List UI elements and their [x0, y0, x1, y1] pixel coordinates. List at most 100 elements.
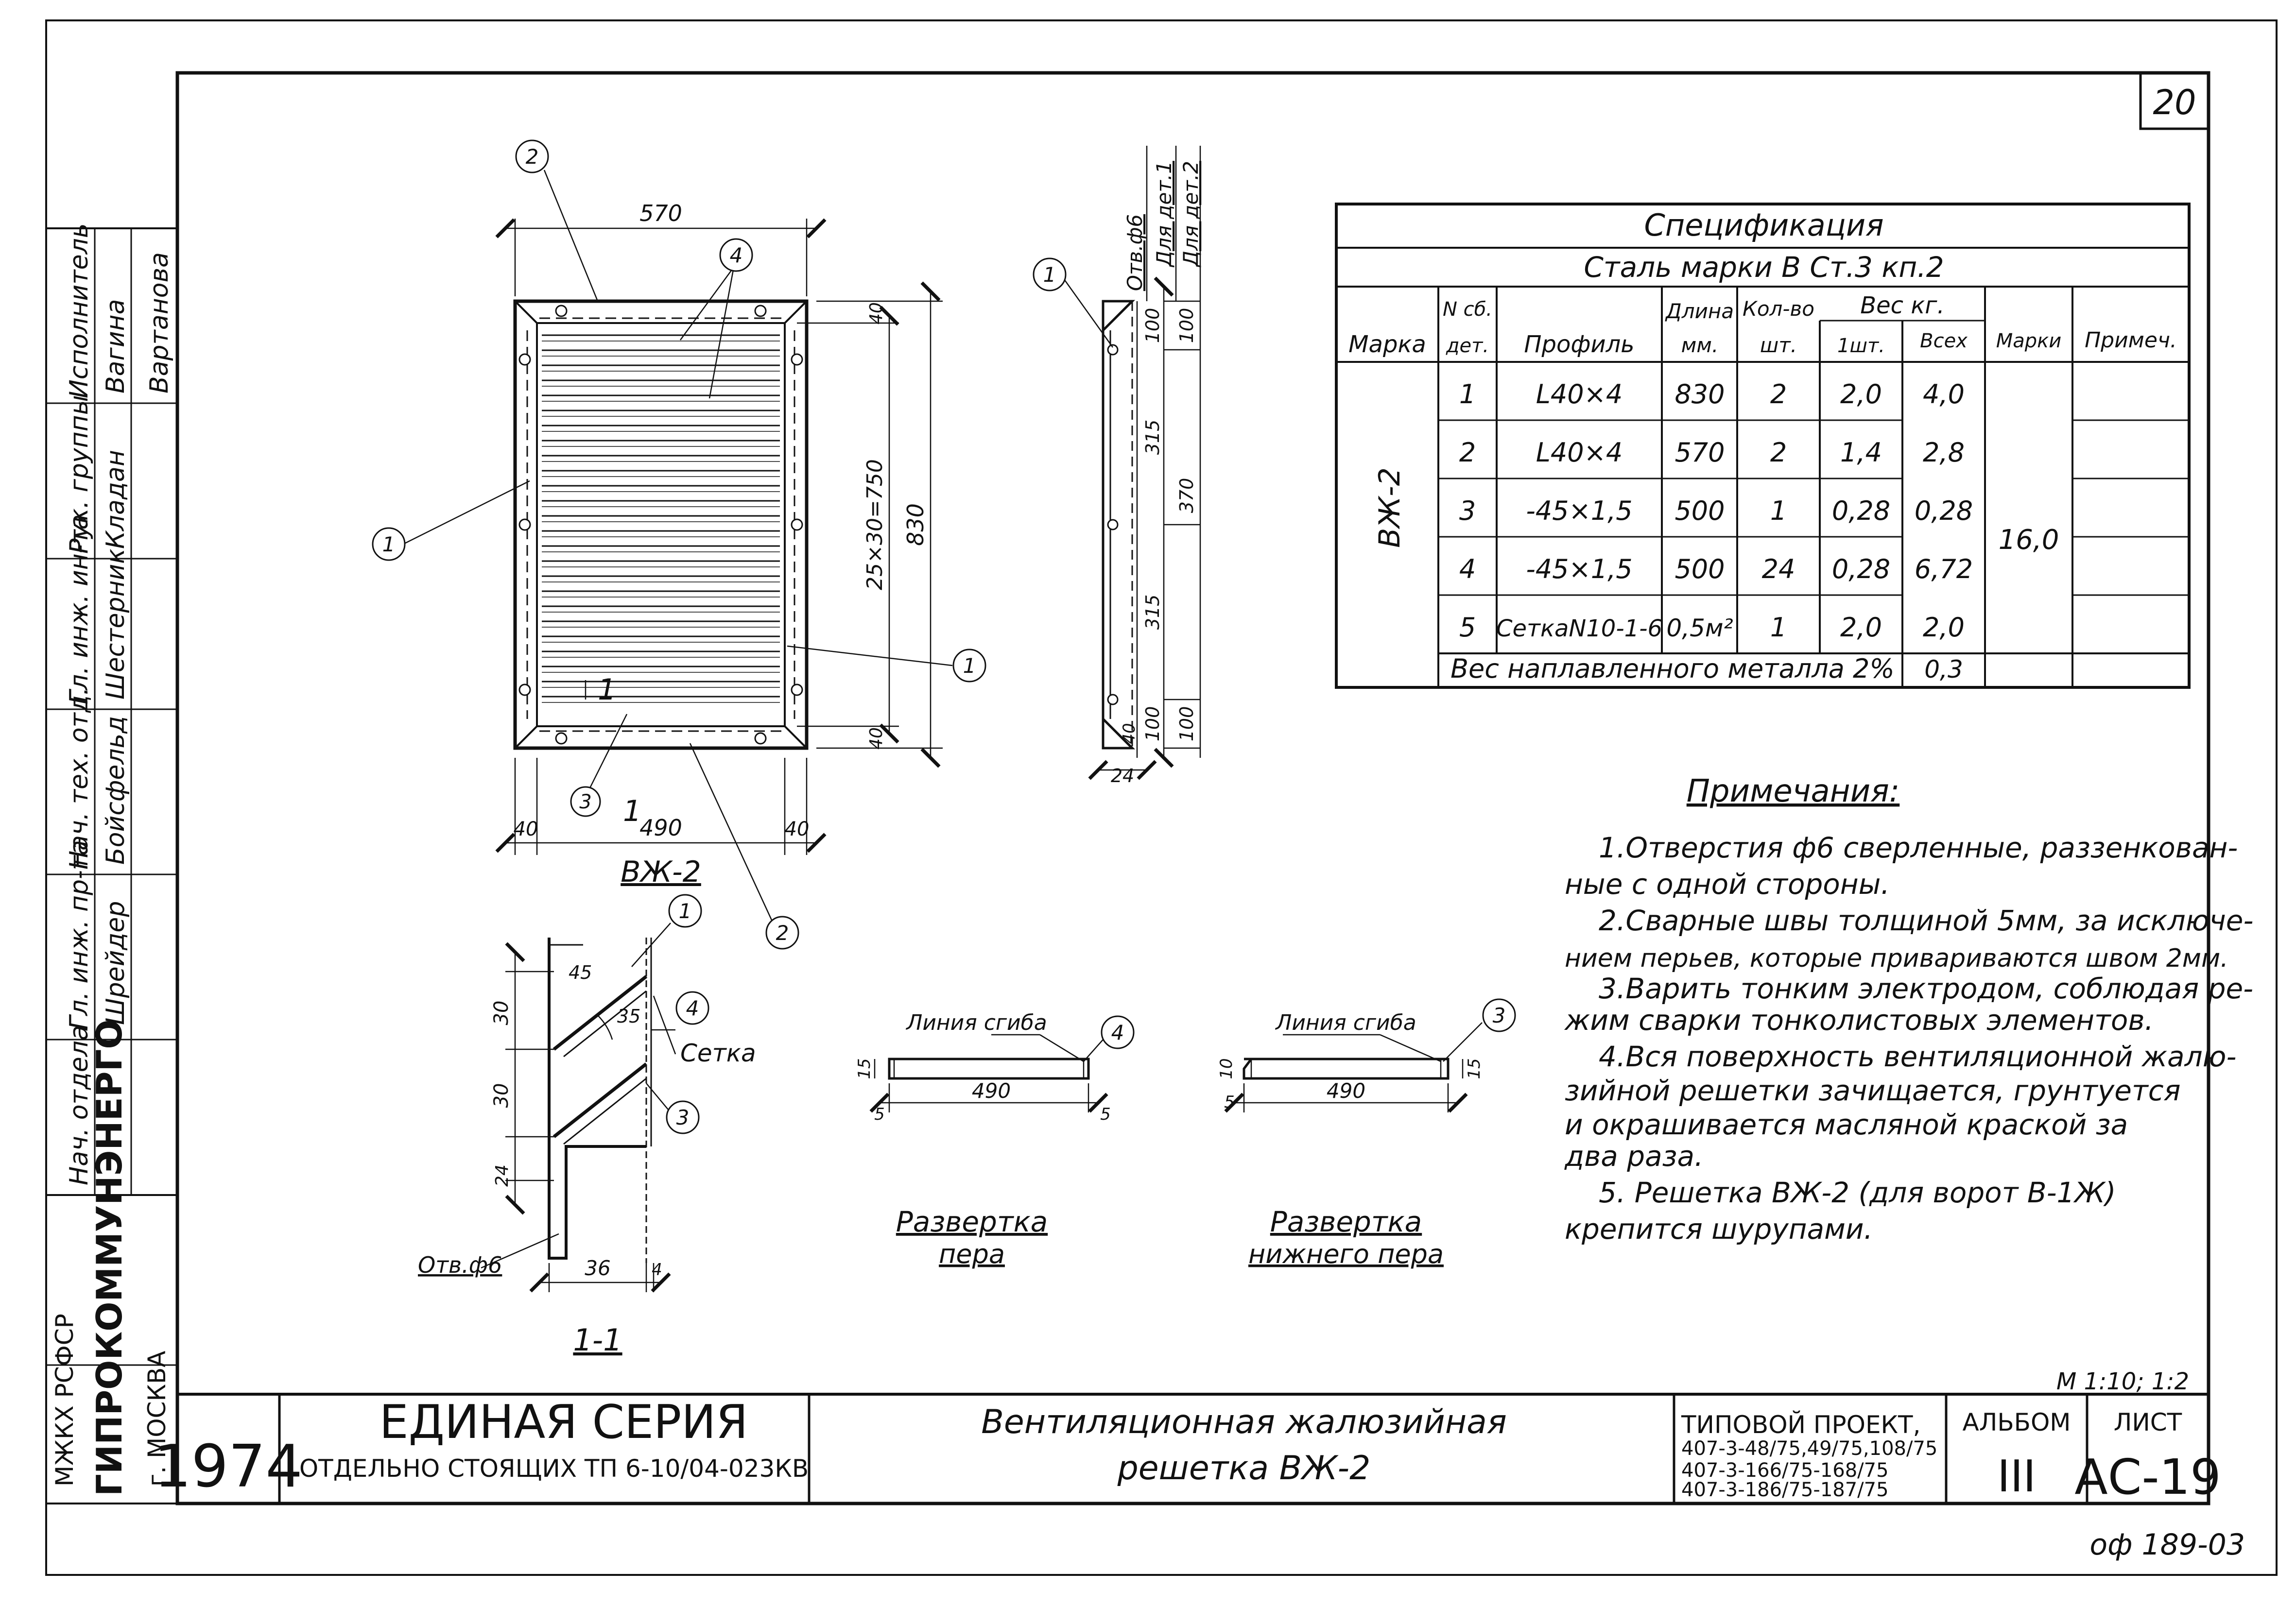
section-angle-45: 45: [569, 962, 592, 983]
dim-edge-bottom: 40: [866, 727, 886, 750]
project-line-3: 407-3-186/75-187/75: [1681, 1479, 1889, 1501]
name-5: Вартанова: [145, 252, 174, 393]
project-line-2: 407-3-166/75-168/75: [1681, 1459, 1889, 1482]
spec-text: Спецификация Сталь марки В Ст.3 кп.2 Мар…: [1348, 207, 2177, 684]
grille-slats: [542, 334, 780, 703]
spec-row: 2 L40×4 570 2 1,4 2,8: [1459, 437, 1965, 468]
section-mark-top: 1: [598, 673, 616, 707]
main-view: 570 830 25×30=750 40 40 40 490 40 ВЖ-2 2: [372, 139, 986, 950]
sheet-label: ЛИСТ: [2114, 1408, 2182, 1436]
name-4: Вагина: [101, 299, 130, 393]
spec-row: 1 L40×4 830 2 2,0 4,0: [1459, 379, 1965, 410]
title-block: 1974 ЕДИНАЯ СЕРИЯ ОТДЕЛЬНО СТОЯЩИХ ТП 6-…: [154, 1393, 2221, 1505]
spec-header-no-1: N сб.: [1443, 298, 1492, 321]
unfold-pen-dim-490: 490: [972, 1079, 1011, 1103]
section-dim-30-b: 30: [490, 1083, 513, 1108]
note-line: 1.Отверстия ф6 сверленные, раззенкован-: [1599, 831, 2238, 864]
spec-cell-length: 830: [1675, 379, 1725, 410]
side-det2-label: Для дет.2: [1179, 161, 1203, 268]
spec-cell-qty: 24: [1762, 554, 1795, 584]
spec-cell-wall: 0,28: [1915, 495, 1973, 526]
section-setka-label: Сетка: [680, 1039, 756, 1067]
section-dim-24: 24: [492, 1164, 512, 1187]
spec-cell-profile: -45×1,5: [1526, 554, 1632, 584]
callout-2-bottom: 2: [776, 921, 789, 945]
spec-subtitle: Сталь марки В Ст.3 кп.2: [1584, 251, 1944, 284]
dim-edge-top: 40: [866, 302, 886, 325]
unfold-lower-fold-line: Линия сгиба: [1275, 1010, 1416, 1035]
section-callout-3: 3: [676, 1106, 690, 1129]
series-title: ЕДИНАЯ СЕРИЯ: [380, 1396, 748, 1449]
spec-header-note: Примеч.: [2085, 328, 2177, 353]
spec-header-length-2: мм.: [1681, 333, 1719, 357]
role-3: Гл. инж. ин-та: [65, 514, 94, 704]
spec-cell-qty: 2: [1770, 437, 1787, 468]
unfold-pen-dim-5a: 5: [874, 1105, 885, 1124]
note-line: ные с одной стороны.: [1565, 868, 1890, 901]
side-dim-100-a: 100: [1142, 308, 1163, 343]
unfold-pen: 4 Линия сгиба 490 5 5 15 Развертка пера: [855, 1010, 1135, 1269]
name-1: Бойсфельд: [101, 716, 130, 865]
spec-header-wmark: Марки: [1996, 330, 2062, 352]
spec-cell-length: 570: [1675, 437, 1725, 468]
spec-header-no-2: дет.: [1446, 335, 1489, 357]
spec-header-qty-2: шт.: [1760, 333, 1797, 357]
note-line: два раза.: [1564, 1140, 1703, 1173]
spec-header-w1: 1шт.: [1837, 335, 1885, 357]
unfold-lower-callout: 3: [1493, 1004, 1506, 1027]
spec-cell-wall: 2,8: [1923, 437, 1965, 468]
scale-note: М 1:10; 1:2: [2056, 1368, 2189, 1395]
section-callout-4: 4: [686, 996, 699, 1020]
project-line-1: 407-3-48/75,49/75,108/75: [1681, 1437, 1937, 1460]
unfold-pen-dim-5b: 5: [1100, 1105, 1111, 1124]
side-view: 1 Отв.ф6 Для дет.1 Для дет.2 100 100 315…: [1033, 146, 1203, 786]
dim-slats: 25×30=750: [863, 459, 887, 590]
section-dim-36: 36: [585, 1256, 610, 1280]
spec-cell-wall: 2,0: [1923, 612, 1965, 643]
corner-code: оф 189-03: [2089, 1528, 2245, 1562]
spec-table: [1335, 203, 2191, 689]
spec-cell-profile: L40×4: [1536, 379, 1623, 410]
spec-header-profile: Профиль: [1524, 331, 1634, 358]
section-caption: 1-1: [573, 1322, 622, 1358]
section-dim-4: 4: [652, 1260, 662, 1280]
name-0: Шрейдер: [101, 901, 130, 1025]
spec-cell-qty: 1: [1770, 612, 1787, 643]
note-line: нием перьев, которые привариваются швом …: [1565, 944, 2228, 973]
org-ministry: МЖКХ РСФСР: [51, 1314, 79, 1486]
spec-cell-w1: 0,28: [1832, 495, 1890, 526]
spec-cell-w1: 0,28: [1832, 554, 1890, 584]
spec-weld-value: 0,3: [1924, 655, 1963, 683]
side-dim-370: 370: [1176, 478, 1197, 513]
spec-header-mark: Марка: [1348, 331, 1426, 358]
note-line: 5. Решетка ВЖ-2 (для ворот В-1Ж): [1599, 1176, 2116, 1209]
role-4: Рук. группы: [65, 395, 94, 554]
fixing-holes: [518, 305, 803, 745]
side-dim-315-b: 315: [1142, 595, 1163, 630]
note-line: и окрашивается масляной краской за: [1565, 1108, 2128, 1141]
spec-cell-wall: 6,72: [1915, 554, 1973, 584]
dim-width: 570: [639, 200, 682, 226]
spec-cell-w1: 2,0: [1840, 379, 1882, 410]
sheet-number: 20: [2153, 83, 2196, 122]
role-5: Исполнитель: [65, 223, 94, 399]
callout-4-top: 4: [730, 243, 743, 267]
spec-cell-no: 2: [1459, 437, 1476, 468]
grille-inner: [536, 322, 786, 727]
spec-cell-profile: СеткаN10-1-6: [1496, 615, 1662, 642]
side-dim-40: 40: [1120, 723, 1139, 744]
sheet-title-1: Вентиляционная жалюзийная: [981, 1403, 1507, 1441]
unfold-pen-dim-15: 15: [855, 1058, 874, 1079]
unfold-pen-callout: 4: [1111, 1021, 1124, 1044]
unfold-lower-dim-5: 5: [1224, 1093, 1235, 1112]
series-code: ОТДЕЛЬНО СТОЯЩИХ ТП 6-10/04-023КВ: [299, 1454, 809, 1483]
role-2: Нач. тех. отд.: [65, 687, 94, 870]
name-3: Кладан: [101, 450, 130, 549]
org-institute: ГИПРОКОММУНЭНЕРГО: [89, 1019, 130, 1496]
grille-frame: [513, 299, 809, 750]
spec-row: 4 -45×1,5 500 24 0,28 6,72: [1459, 554, 1973, 584]
spec-row: 3 -45×1,5 500 1 0,28 0,28: [1459, 495, 1973, 526]
spec-cell-length: 0,5м²: [1666, 614, 1733, 642]
section-callout-1: 1: [679, 899, 692, 923]
